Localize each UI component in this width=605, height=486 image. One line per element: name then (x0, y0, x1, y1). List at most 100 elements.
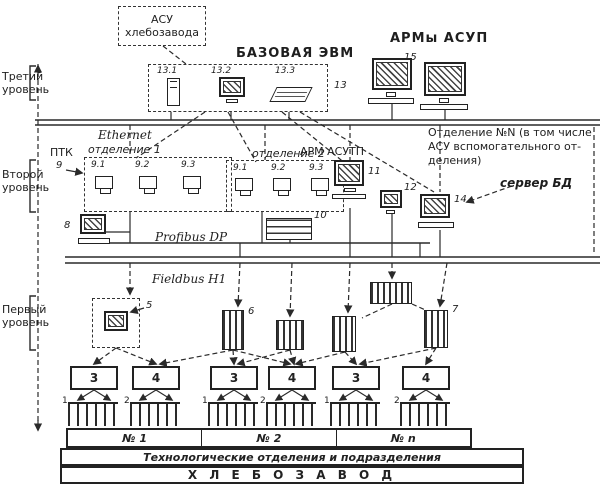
dept-n-note: Отделение №N (в том числе АСУ вспомогате… (428, 126, 604, 168)
io-box: 3 (210, 366, 258, 390)
node-9-3-label: 9.3 (309, 163, 324, 173)
node-14-ref: 14 (454, 194, 467, 205)
base-computer-ref: 13 (334, 80, 347, 91)
level3-label: Третий уровень (2, 70, 49, 96)
node-9-1-label: 9.1 (91, 160, 106, 170)
asu-plant-line1: АСУ (151, 13, 173, 26)
node-13-2-label: 13.2 (211, 66, 232, 76)
workstation-icon (235, 178, 253, 196)
workstation-icon (139, 176, 157, 194)
factory-box: Х Л Е Б О З А В О Д (60, 466, 524, 484)
io-box: 3 (70, 366, 118, 390)
sensor-comb-icon (330, 402, 380, 426)
level3-line2: уровень (2, 83, 50, 96)
section-label: № n (390, 431, 416, 445)
node-13-3-label: 13.3 (275, 66, 296, 76)
asu-plant-box: АСУ хлебозавода (118, 6, 206, 46)
level2-line1: Второй (2, 168, 44, 181)
monitor-stand (439, 98, 449, 103)
sensor-comb-icon (130, 402, 180, 426)
sensor-comb-icon (68, 402, 118, 426)
field-device-icon (104, 311, 128, 331)
dept-n-line2: АСУ вспомогательного от- (428, 140, 582, 153)
io-box: 4 (402, 366, 450, 390)
sensor-ref: 1 (324, 396, 330, 406)
keyboard-icon (78, 238, 110, 244)
sensor-ref: 1 (202, 396, 208, 406)
level1-label: Первый уровень (2, 303, 49, 329)
pc-tower-icon (167, 78, 180, 106)
profibus-label: Profibus DP (155, 230, 228, 244)
level2-line2: уровень (2, 181, 50, 194)
controller-icon (222, 310, 244, 350)
arm-monitor-icon (424, 62, 466, 96)
io-box-label: 4 (421, 371, 431, 385)
tech-departments-label: Технологические отделения и подразделени… (143, 450, 441, 464)
sensor-ref: 2 (394, 396, 400, 406)
io-box: 3 (332, 366, 380, 390)
section-cell-n: № n (337, 430, 470, 446)
controller-icon (424, 310, 448, 348)
sensor-comb-icon (400, 402, 450, 426)
screen (84, 218, 102, 230)
factory-label: Х Л Е Б О З А В О Д (187, 468, 397, 482)
node-8-ref: 8 (64, 220, 71, 231)
arm-monitor-icon (372, 58, 412, 90)
screen (424, 198, 446, 214)
section-cell-1: № 1 (68, 430, 203, 446)
screen (338, 164, 360, 182)
node-13-1-label: 13.1 (157, 66, 178, 76)
screen (428, 66, 462, 92)
level2-label: Второй уровень (2, 168, 49, 194)
sensor-ref: 2 (260, 396, 266, 406)
arms-ref: 15 (404, 52, 417, 63)
io-box: 4 (132, 366, 180, 390)
screen (108, 315, 124, 327)
base-computer-label: БАЗОВАЯ ЭВМ (236, 46, 355, 61)
node-11-ref: 11 (368, 166, 381, 177)
monitor-stand (344, 188, 356, 192)
arms-asup-label: АРМы АСУП (390, 31, 489, 46)
node-9-2-label: 9.2 (135, 160, 150, 170)
section-cell-2: № 2 (202, 430, 337, 446)
monitor-stand (386, 92, 396, 97)
controller-icon (276, 320, 304, 350)
keyboard-icon (332, 194, 366, 199)
node-9-1-label: 9.1 (233, 163, 248, 173)
screen (384, 194, 398, 204)
keyboard-icon (368, 98, 414, 104)
sensor-comb-icon (208, 402, 258, 426)
monitor-icon (219, 77, 245, 97)
server-db-label: сервер БД (500, 176, 573, 190)
node-5-box (92, 298, 140, 348)
workstation-icon (95, 176, 113, 194)
dept2-box: 9.1 9.2 9.3 (226, 160, 344, 212)
controller-rack-icon (266, 218, 312, 240)
keyboard-icon (418, 222, 454, 228)
asu-plant-line2: хлебозавода (125, 26, 199, 39)
sensor-ref: 1 (62, 396, 68, 406)
ptk-ref: 9 (56, 160, 63, 171)
workstation-icon (273, 178, 291, 196)
monitor-stand (226, 99, 238, 103)
dept-n-line1: Отделение №N (в том числе (428, 126, 592, 139)
monitor-stand (386, 210, 395, 214)
fieldbus-label: Fieldbus H1 (152, 272, 227, 286)
level1-line2: уровень (2, 316, 50, 329)
dept1-label: отделение 1 (88, 143, 161, 156)
sensor-comb-icon (266, 402, 316, 426)
base-computer-box: 13.1 13.2 13.3 (148, 64, 328, 112)
terminal-icon (380, 190, 402, 208)
tech-departments-box: Технологические отделения и подразделени… (60, 448, 524, 466)
node-5-ref: 5 (146, 300, 153, 311)
ethernet-label: Ethernet (98, 128, 152, 142)
laptop-icon (269, 87, 313, 102)
node-9-3-label: 9.3 (181, 160, 196, 170)
controller-icon (370, 282, 412, 304)
section-label: № 1 (122, 431, 148, 445)
db-server-icon (420, 194, 450, 218)
workstation-icon (311, 178, 329, 196)
ptk-label: ПТК (50, 146, 73, 159)
